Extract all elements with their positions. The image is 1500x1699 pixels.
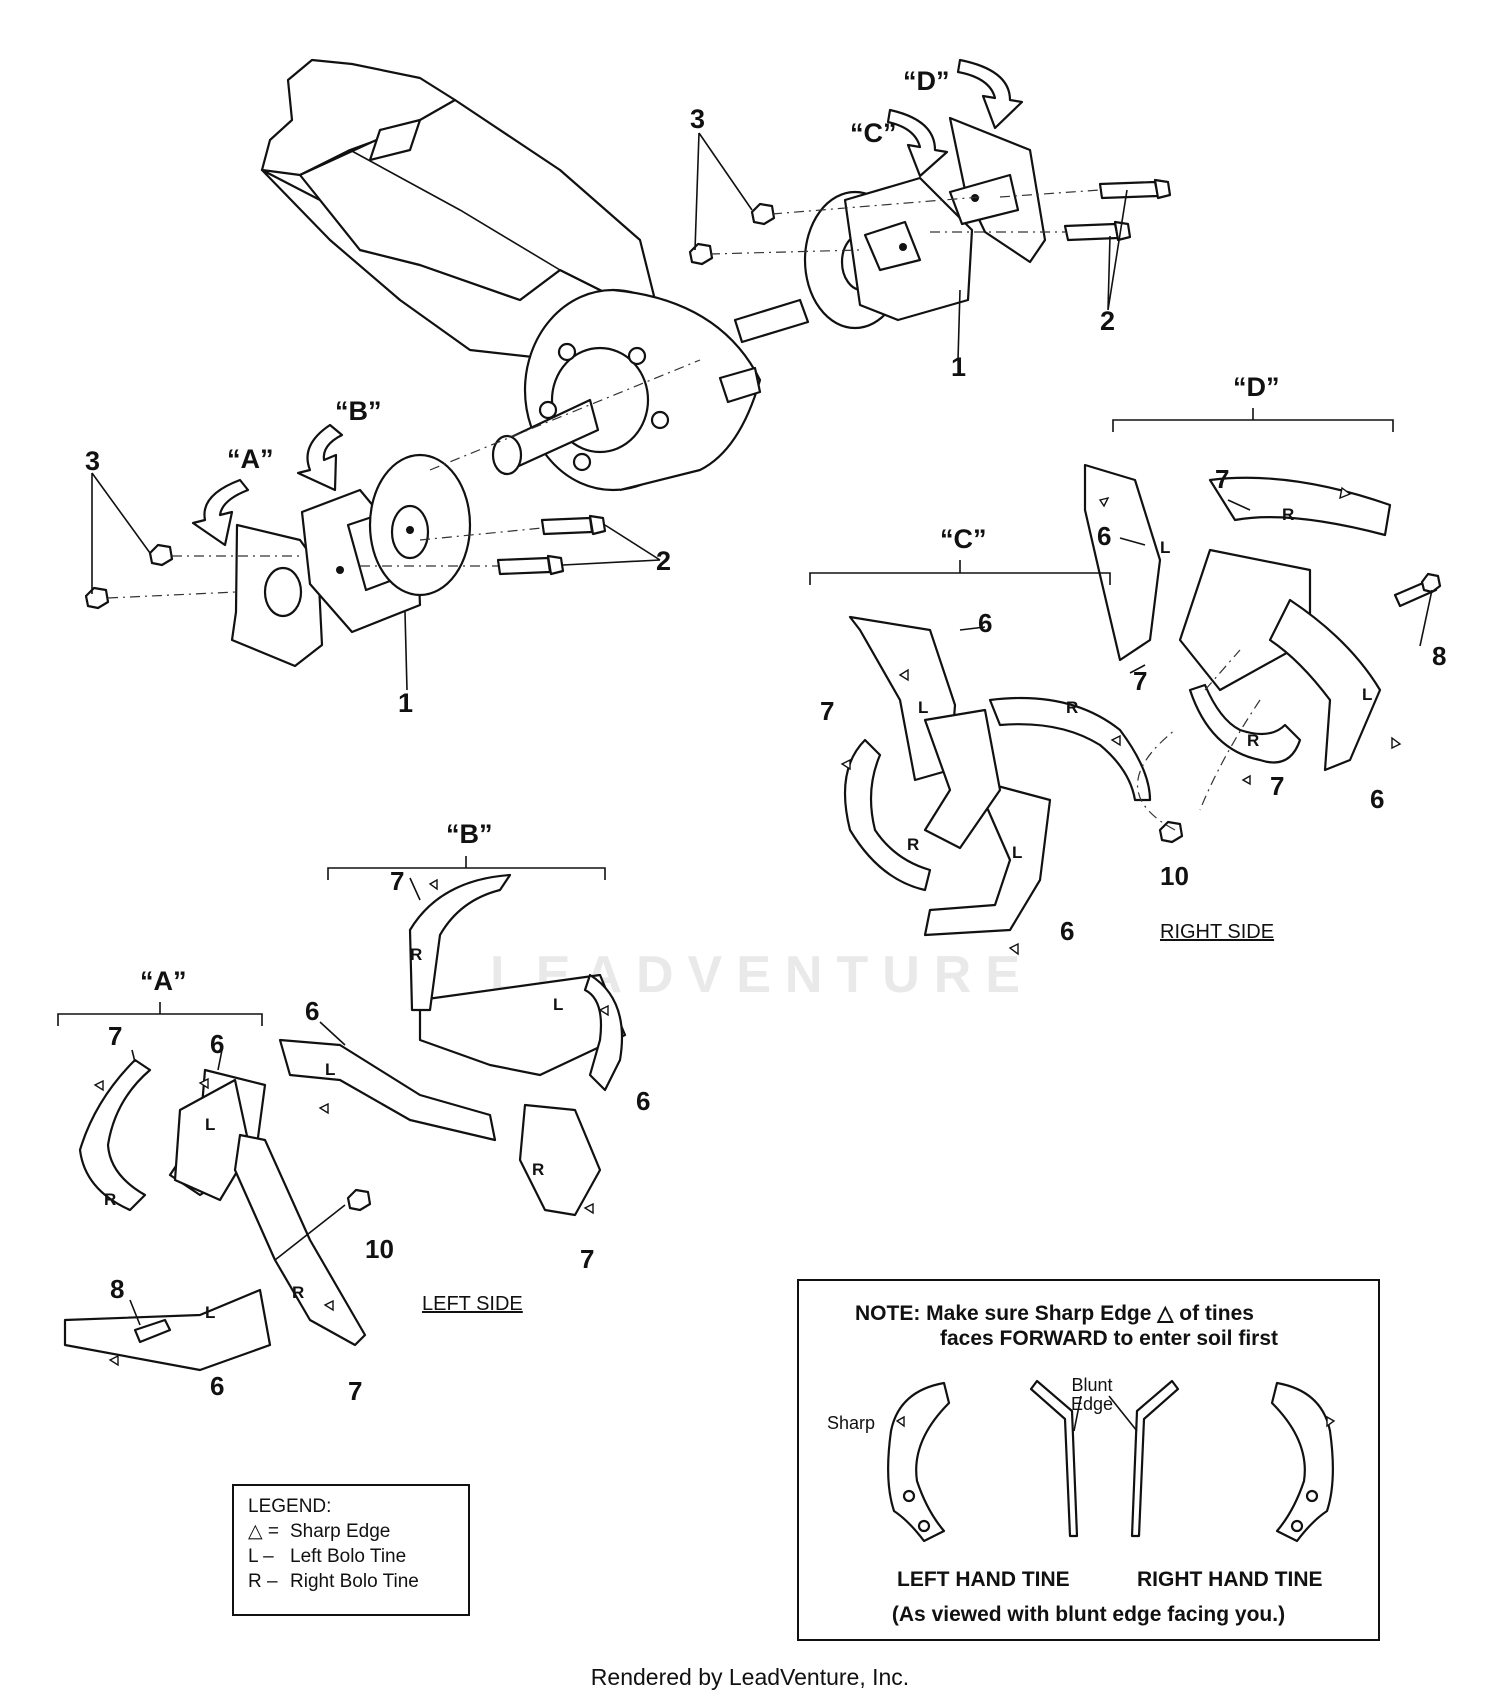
note-text: NOTE: Make sure Sharp Edge △ of tines fa… (855, 1301, 1278, 1351)
tine-letter-l: L (205, 1115, 215, 1134)
left-side-tines (63, 873, 627, 1372)
blunt-label-1: Blunt (1071, 1375, 1112, 1395)
tine-letter-r: R (532, 1160, 544, 1179)
tine-letters: R L L R L R R L R L L R L R R L (104, 505, 1372, 1322)
tine-letter-r: R (1247, 731, 1259, 750)
note-line2: faces FORWARD to enter soil first (940, 1327, 1279, 1350)
callout-3-left: 3 (85, 446, 100, 476)
legend-title: LEGEND: (248, 1496, 332, 1517)
transmission-housing (260, 58, 810, 492)
blunt-label-2: Edge (1071, 1394, 1113, 1414)
legend: LEGEND: △ = Sharp Edge L – Left Bolo Tin… (232, 1484, 470, 1616)
right-side-tines (843, 463, 1442, 937)
callout-6: 6 (636, 1086, 650, 1116)
callout-3-right: 3 (690, 104, 705, 134)
callout-7: 7 (1133, 666, 1147, 696)
callout-a-group: “A” (140, 966, 187, 996)
tine-letter-l: L (553, 995, 563, 1014)
callout-6: 6 (210, 1371, 224, 1401)
tine-letter-l: L (325, 1060, 335, 1079)
callout-10: 10 (1160, 861, 1189, 891)
right-side-label: RIGHT SIDE (1160, 921, 1274, 943)
callout-8: 8 (110, 1274, 124, 1304)
legend-symbol: L – (248, 1546, 274, 1567)
callout-7: 7 (390, 866, 404, 896)
legend-row-left: L – Left Bolo Tine (248, 1544, 454, 1569)
sharp-edge-markers (93, 486, 1402, 1367)
callout-d-top: “D” (903, 66, 950, 96)
callout-6: 6 (305, 996, 319, 1026)
right-hand-tine-drawing (1270, 1381, 1336, 1543)
legend-text: Right Bolo Tine (290, 1571, 419, 1592)
tine-letter-r: R (104, 1190, 116, 1209)
callout-6: 6 (210, 1029, 224, 1059)
callout-7: 7 (1270, 771, 1284, 801)
left-hand-tine-caption: LEFT HAND TINE (897, 1568, 1070, 1591)
callout-6: 6 (1097, 521, 1111, 551)
callout-1-left: 1 (398, 688, 413, 718)
callout-7: 7 (348, 1376, 362, 1406)
callout-2-left: 2 (656, 546, 671, 576)
callout-2-right: 2 (1100, 306, 1115, 336)
tine-orientation-drawing: Sharp Blunt Edge (827, 1375, 1336, 1543)
tine-letter-l: L (918, 698, 928, 717)
sharp-edge-triangle-icon: △ (1157, 1302, 1174, 1325)
rendered-by-footer: Rendered by LeadVenture, Inc. (590, 1664, 910, 1690)
tine-letter-l: L (1362, 685, 1372, 704)
tine-letter-r: R (292, 1283, 304, 1302)
left-side-label: LEFT SIDE (422, 1293, 523, 1315)
tine-letter-l: L (1160, 538, 1170, 557)
rotation-arrows (191, 58, 1024, 547)
callout-7: 7 (820, 696, 834, 726)
sharp-label: Sharp (827, 1413, 875, 1433)
note-line1-suffix: of tines (1179, 1302, 1254, 1325)
blunt-edge-tines-drawing (1029, 1379, 1180, 1538)
callout-6: 6 (978, 608, 992, 638)
callout-c-group: “C” (940, 524, 987, 554)
callout-a-top: “A” (227, 444, 274, 474)
tine-letter-l: L (1012, 843, 1022, 862)
group-brackets (57, 408, 1394, 1026)
right-hand-tine-caption: RIGHT HAND TINE (1137, 1568, 1323, 1591)
legend-row-right: R – Right Bolo Tine (248, 1569, 454, 1594)
tine-letter-r: R (1282, 505, 1294, 524)
legend-symbol: △ = (248, 1521, 279, 1542)
tine-letter-l: L (205, 1303, 215, 1322)
callout-b-group: “B” (446, 819, 493, 849)
callout-b-top: “B” (335, 396, 382, 426)
right-hub-assembly (688, 116, 1172, 330)
callout-6: 6 (1370, 784, 1384, 814)
note-line1-prefix: NOTE: Make sure Sharp Edge (855, 1302, 1152, 1325)
callout-7: 7 (108, 1021, 122, 1051)
viewed-caption: (As viewed with blunt edge facing you.) (891, 1603, 1286, 1626)
left-hub-assembly (84, 359, 701, 668)
callout-6: 6 (1060, 916, 1074, 946)
tine-letter-r: R (907, 835, 919, 854)
callout-d-group: “D” (1233, 372, 1280, 402)
callout-10: 10 (365, 1234, 394, 1264)
callout-labels: “D” “C” 3 2 1 “D” “C” “B” “A” 3 2 1 “B” … (85, 66, 1446, 1406)
left-hand-tine-drawing (887, 1381, 951, 1543)
legend-symbol: R – (248, 1571, 278, 1592)
callout-7: 7 (1215, 464, 1229, 494)
note-box: NOTE: Make sure Sharp Edge △ of tines fa… (797, 1279, 1380, 1641)
legend-row-sharp: △ = Sharp Edge (248, 1519, 454, 1544)
callout-1-right: 1 (951, 352, 966, 382)
legend-text: Sharp Edge (290, 1521, 391, 1542)
legend-text: Left Bolo Tine (290, 1546, 407, 1567)
callout-7: 7 (580, 1244, 594, 1274)
tine-letter-r: R (410, 945, 422, 964)
tine-letter-r: R (1066, 698, 1078, 717)
callout-c-top: “C” (850, 118, 897, 148)
callout-8: 8 (1432, 641, 1446, 671)
leader-lines (91, 132, 1433, 1326)
